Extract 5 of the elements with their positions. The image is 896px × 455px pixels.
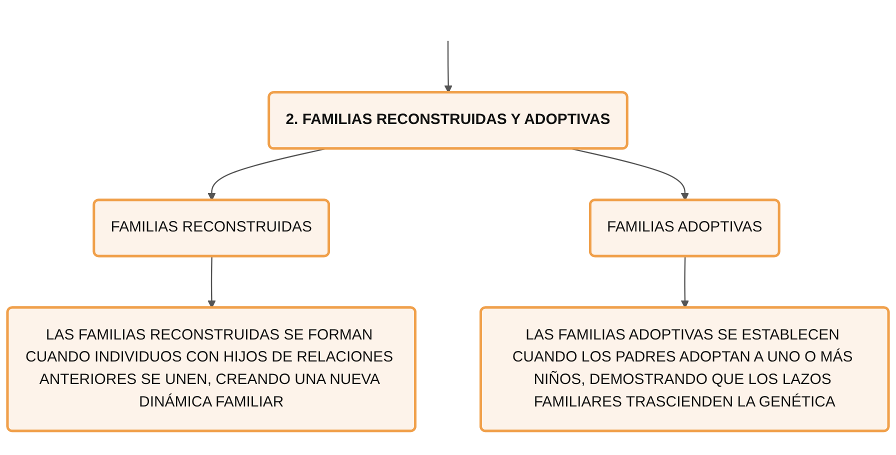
arrow bbox=[208, 148, 326, 201]
arrow bbox=[680, 256, 690, 308]
arrow bbox=[208, 256, 216, 308]
arrow bbox=[444, 40, 452, 94]
arrow bbox=[572, 148, 690, 201]
